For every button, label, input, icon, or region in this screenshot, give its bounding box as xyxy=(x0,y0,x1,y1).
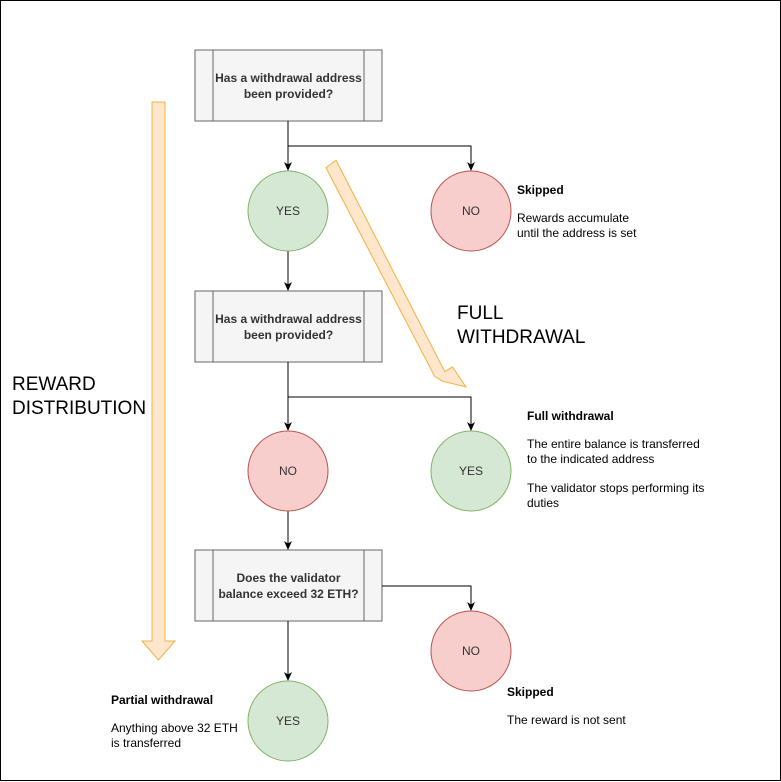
note-skipped-1-line1: Rewards accumulate xyxy=(517,211,630,225)
decision-box-2 xyxy=(194,290,383,363)
decision-text-1: Has a withdrawal address been provided? xyxy=(215,70,362,101)
note-full-line1: The entire balance is transferred xyxy=(527,437,700,451)
note-full-line2: to the indicated address xyxy=(527,452,655,466)
note-full-withdrawal-title: Full withdrawal xyxy=(527,409,614,423)
reward-label-line2: DISTRIBUTION xyxy=(12,398,147,419)
decision-box-1 xyxy=(194,49,383,122)
connectors xyxy=(284,121,475,681)
note-full-withdrawal: Full withdrawal xyxy=(527,408,614,424)
note-partial-line1: Anything above 32 ETH xyxy=(111,721,238,735)
note-partial-line2: is transferred xyxy=(111,736,182,750)
note-skipped-1: Skipped xyxy=(517,182,564,198)
note-partial-withdrawal-title: Partial withdrawal xyxy=(111,693,214,707)
full-withdrawal-arrow xyxy=(325,159,468,388)
yes-circle-1 xyxy=(247,170,329,252)
note-skipped-1-line2: until the address is set xyxy=(517,226,637,240)
no-label-2: NO xyxy=(279,464,297,478)
note-skipped-1-title: Skipped xyxy=(517,183,564,197)
full-label-line1: FULL xyxy=(457,303,504,324)
note-partial-withdrawal: Partial withdrawal xyxy=(111,692,213,708)
no-label-1: NO xyxy=(462,204,480,218)
decision-text-2: Has a withdrawal address been provided? xyxy=(215,311,362,342)
no-circle-3 xyxy=(430,610,512,692)
note-full-line3: The validator stops performing its xyxy=(527,481,705,495)
yes-label-2: YES xyxy=(458,464,483,478)
reward-distribution-arrow xyxy=(140,101,177,661)
yes-label-3: YES xyxy=(275,714,300,728)
yes-circle-2 xyxy=(430,430,512,512)
yes-label-1: YES xyxy=(275,204,300,218)
no-label-3: NO xyxy=(462,644,480,658)
full-label-line2: WITHDRAWAL xyxy=(457,327,586,348)
note-skipped-2: Skipped xyxy=(507,684,554,700)
note-skipped-2-title: Skipped xyxy=(507,685,554,699)
decision-text-3: Does the validator balance exceed 32 ETH… xyxy=(218,570,359,601)
yes-circle-3 xyxy=(247,680,329,762)
note-full-line4: duties xyxy=(527,496,560,510)
no-circle-1 xyxy=(430,170,512,252)
note-skipped-2-line1: The reward is not sent xyxy=(507,713,626,727)
reward-label-line1: REWARD xyxy=(12,374,96,395)
no-circle-2 xyxy=(247,430,329,512)
